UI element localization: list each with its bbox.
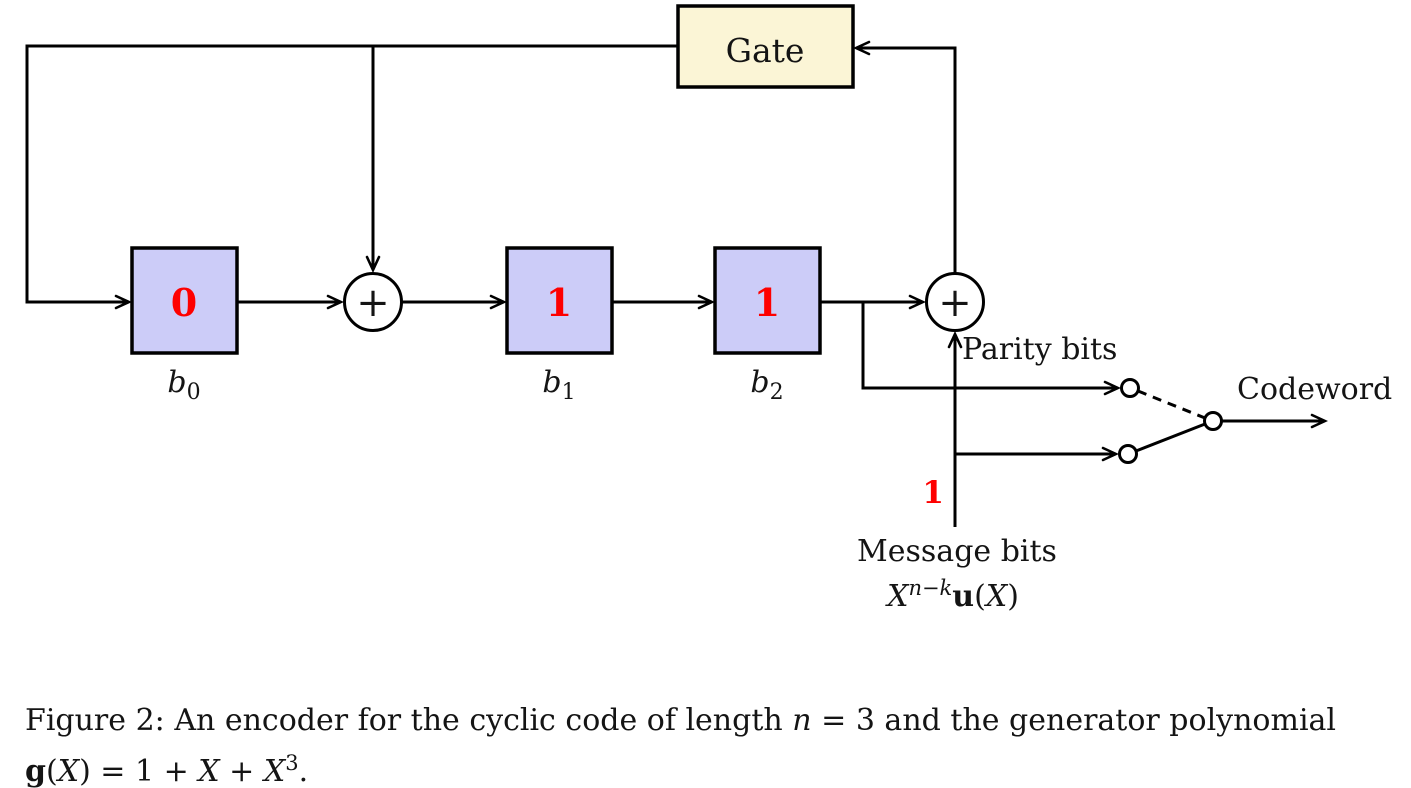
caption-text-1: An encoder for the cyclic code of length [174,703,783,738]
register-b0-value: 0 [171,280,197,325]
message-formula: Xn−ku(X) [885,576,1019,614]
gate-label: Gate [726,31,805,70]
parity-contact [1120,378,1140,398]
message-contact [1118,444,1138,464]
adder1-plus-icon: + [356,280,390,326]
register-b2-value: 1 [754,280,780,325]
codeword-label: Codeword [1237,372,1392,407]
register-b1-box [505,246,614,355]
switch-pivot [1203,411,1223,431]
parity-bits-label: Parity bits [962,332,1117,367]
message-bits-label: Message bits [857,534,1057,569]
register-b0-box [130,246,239,355]
caption-math-n: n [792,703,812,738]
caption-line2: g(X) = 1 + X + X3. [25,751,309,788]
message-bit-value: 1 [922,475,944,511]
register-b0-label: b0 [167,365,200,405]
wire-gate-output-feedback [25,44,678,302]
caption-figure-label: Figure 2: [25,703,165,738]
caption-text-2: = 3 and the generator polynomial [821,703,1337,738]
wire-adder2-to-gate [856,48,957,273]
register-b1-value: 1 [546,280,572,325]
adder1-circle [343,272,403,332]
switch-arm-dashed [1137,389,1206,420]
switch-arm-solid [1135,422,1206,453]
register-b2-box [713,246,822,355]
wire-parity-branch [861,302,1118,388]
figure-caption: Figure 2: An encoder for the cyclic code… [25,699,1395,788]
register-b2-label: b2 [750,365,783,405]
encoder-diagram: Gate 0 1 1 b0 b1 b2 + + Parity bits Code… [25,4,1392,614]
register-b1-label: b1 [542,365,575,405]
adder2-circle [925,272,985,332]
adder2-plus-icon: + [938,280,972,326]
gate-box [676,4,855,89]
